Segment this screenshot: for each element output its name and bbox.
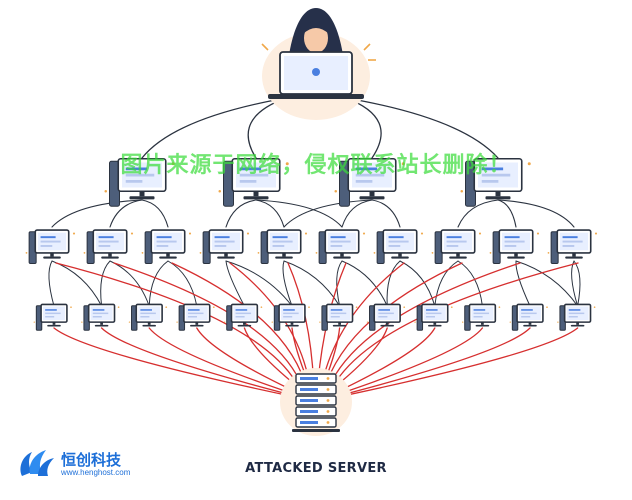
link-line [386,260,401,307]
controller-computer [334,157,405,207]
link-line [282,260,293,307]
link-line [457,199,499,228]
link-line [341,260,388,307]
bot-computer [366,303,406,331]
link-line [434,260,459,307]
link-line [571,260,579,307]
link-line [336,260,343,307]
link-line [109,199,143,228]
bot-computer [557,303,596,331]
controller-computer [104,157,175,207]
attack-line [55,262,303,395]
link-line [255,199,285,228]
bot-computer [271,303,310,331]
link-line [141,199,169,228]
logo: 恒创科技 www.henghost.com [16,446,166,482]
link-line [515,260,579,307]
bot-computer [373,229,424,264]
bot-computer [81,303,120,331]
attack-line [53,327,301,399]
link-line [51,199,143,228]
bot-computer [25,229,76,264]
bot-computer [509,303,548,331]
bot-computer [141,229,192,264]
link-line [497,199,575,228]
link-line [497,199,517,228]
bot-computer [315,229,366,264]
link-line [48,260,55,307]
link-line [283,199,373,228]
link-line [515,260,531,307]
attack-line [329,327,531,399]
bot-computer [128,303,168,331]
bot-computer [257,229,308,264]
server-rack-icon [280,368,352,436]
bot-computer [431,229,482,264]
link-line [283,260,341,307]
link-line [371,199,401,228]
attack-line [148,327,307,399]
attack-line [326,327,484,399]
logo-mark-icon [20,450,54,476]
bot-computer [199,229,250,264]
bot-computer [489,229,540,264]
link-line [148,260,169,307]
diagram-title: ATTACKED SERVER [245,461,387,476]
link-line [51,260,103,307]
link-line [341,199,373,228]
hacker-icon [261,8,376,120]
bot-computer [414,303,453,331]
logo-url: www.henghost.com [61,468,131,477]
bot-computer [462,303,501,331]
attack-line [332,327,579,399]
link-line [573,260,581,307]
link-line [345,97,499,159]
attack-line [328,262,579,395]
nodes [25,8,598,436]
link-line [225,260,245,307]
bot-computer [176,303,215,331]
bot-computer [547,229,598,264]
controller-computer [460,157,531,207]
bot-computer [319,303,358,331]
link-line [225,199,257,228]
bot-computer [83,229,134,264]
link-line [225,260,293,307]
attack-line [100,327,304,399]
link-line [141,97,287,159]
link-line [255,199,343,228]
bot-computer [224,303,263,331]
link-lines [48,97,581,307]
logo-name: 恒创科技 [61,451,122,469]
watermark-text: 图片来源于网络，侵权联系站长删除！ [120,153,512,178]
controller-computer [218,157,289,207]
link-line [100,260,111,307]
bot-computer [33,303,72,331]
